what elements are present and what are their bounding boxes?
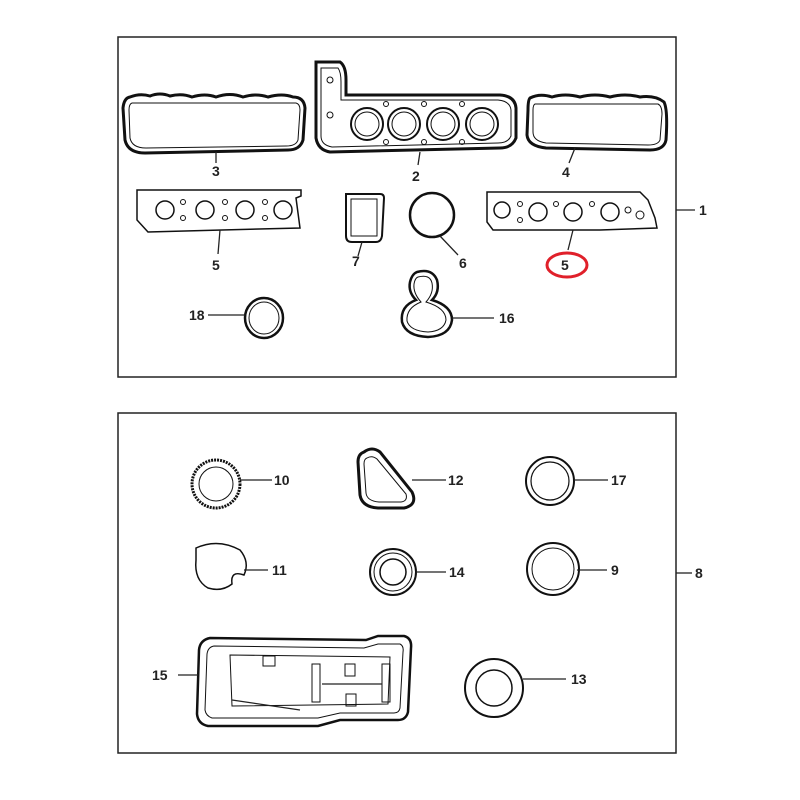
callout-7: 7	[352, 253, 360, 269]
callout-4: 4	[562, 164, 570, 180]
callout-2: 2	[412, 168, 420, 184]
callout-16: 16	[499, 310, 515, 326]
water-pump-gasket[interactable]: 16	[400, 269, 515, 339]
callout-14: 14	[449, 564, 465, 580]
callout-11: 11	[272, 562, 287, 578]
valve-cover-gasket-left[interactable]: 3	[121, 92, 307, 179]
gasket-12[interactable]: 12	[356, 447, 464, 510]
top-panel: 1 3 2	[117, 36, 707, 378]
seal-14[interactable]: 14	[369, 548, 465, 596]
bottom-panel: 8 10 12 17 11	[117, 412, 703, 754]
seal-13[interactable]: 13	[464, 658, 587, 718]
callout-9: 9	[611, 562, 619, 578]
callout-5-left: 5	[212, 257, 220, 273]
cylinder-head-gasket[interactable]: 2	[314, 60, 518, 184]
exhaust-manifold-gasket-left[interactable]: 5	[136, 189, 302, 273]
seal-10[interactable]: 10	[190, 458, 290, 510]
callout-17: 17	[611, 472, 627, 488]
callout-15: 15	[152, 667, 168, 683]
top-panel-frame	[117, 36, 677, 378]
valve-cover-gasket-right[interactable]: 4	[525, 93, 669, 180]
callout-18: 18	[189, 307, 205, 323]
oil-pan-gasket[interactable]: 15	[152, 634, 413, 728]
seal-9[interactable]: 9	[526, 542, 619, 596]
gasket-11[interactable]: 11	[195, 542, 287, 591]
throttle-body-gasket[interactable]: 7	[345, 193, 386, 269]
exhaust-manifold-gasket-right[interactable]: 5	[486, 191, 658, 279]
round-gasket[interactable]: 6	[408, 191, 467, 271]
seal-17[interactable]: 17	[525, 456, 627, 506]
highlight-circle	[545, 251, 589, 279]
callout-10: 10	[274, 472, 290, 488]
bottom-panel-frame	[117, 412, 677, 754]
o-ring[interactable]: 18	[189, 296, 285, 340]
callout-3: 3	[212, 163, 220, 179]
group-label-8: 8	[695, 565, 703, 581]
callout-12: 12	[448, 472, 464, 488]
callout-6: 6	[459, 255, 467, 271]
group-label-1: 1	[699, 202, 707, 218]
callout-13: 13	[571, 671, 587, 687]
callout-5-right: 5	[561, 257, 569, 273]
